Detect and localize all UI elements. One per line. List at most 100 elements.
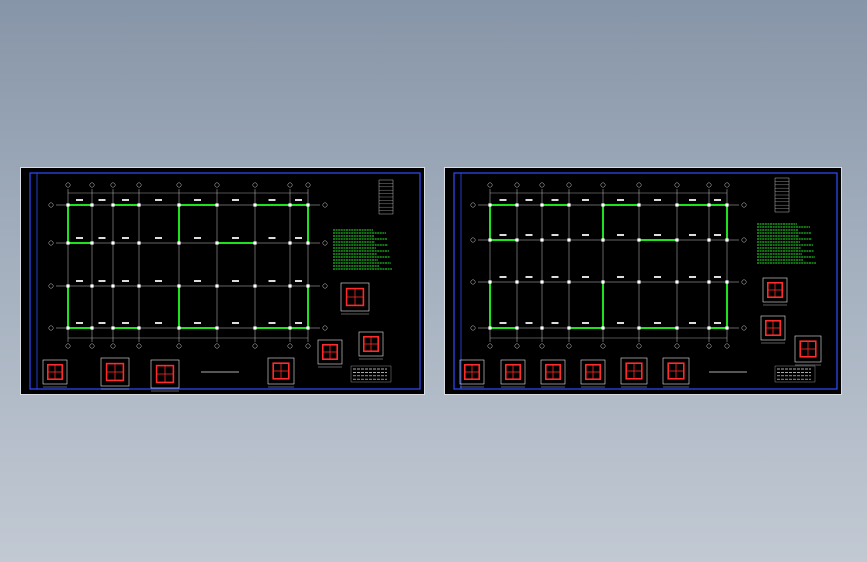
column-label bbox=[122, 199, 129, 201]
column-label bbox=[689, 322, 696, 324]
column-marker bbox=[540, 326, 544, 330]
column-label bbox=[714, 322, 721, 324]
axis-bubble bbox=[724, 343, 730, 349]
axis-bubble bbox=[706, 182, 712, 188]
column-label bbox=[654, 199, 661, 201]
column-label bbox=[499, 234, 507, 236]
column-label bbox=[617, 322, 624, 324]
axis-bubble bbox=[214, 182, 220, 188]
column-marker bbox=[90, 241, 94, 245]
column-marker bbox=[725, 326, 729, 330]
column-label bbox=[654, 234, 661, 236]
column-marker bbox=[540, 280, 544, 284]
column-marker bbox=[111, 326, 115, 330]
axis-bubble bbox=[674, 182, 680, 188]
column-detail-frame bbox=[459, 359, 485, 385]
axis-bubble bbox=[600, 343, 606, 349]
column-detail-rebar bbox=[463, 364, 480, 381]
drawing-sheet-left[interactable] bbox=[21, 168, 424, 394]
axis-bubble bbox=[322, 283, 328, 289]
axis-bubble bbox=[514, 182, 520, 188]
column-marker bbox=[675, 203, 679, 207]
column-marker bbox=[253, 326, 257, 330]
column-label bbox=[155, 280, 162, 282]
column-marker bbox=[288, 203, 292, 207]
column-label bbox=[232, 280, 239, 282]
column-label bbox=[499, 199, 507, 201]
column-label bbox=[617, 276, 624, 278]
axis-bubble bbox=[322, 240, 328, 246]
column-marker bbox=[707, 203, 711, 207]
axis-bubble bbox=[48, 325, 54, 331]
column-label bbox=[617, 199, 624, 201]
column-marker bbox=[111, 203, 115, 207]
column-label bbox=[122, 322, 129, 324]
axis-bubble bbox=[741, 237, 747, 243]
axis-bubble bbox=[48, 240, 54, 246]
drawing-sheet-right[interactable] bbox=[445, 168, 841, 394]
column-marker bbox=[488, 203, 492, 207]
column-label bbox=[155, 237, 162, 239]
column-marker bbox=[137, 203, 141, 207]
axis-bubble bbox=[539, 343, 545, 349]
column-detail-frame bbox=[317, 339, 343, 365]
column-label bbox=[194, 199, 201, 201]
column-marker bbox=[177, 326, 181, 330]
column-label bbox=[689, 199, 696, 201]
column-label bbox=[122, 280, 129, 282]
column-label bbox=[654, 276, 661, 278]
column-marker bbox=[66, 203, 70, 207]
column-marker bbox=[66, 284, 70, 288]
axis-bubble bbox=[322, 325, 328, 331]
column-marker bbox=[177, 241, 181, 245]
column-label bbox=[551, 276, 559, 278]
column-marker bbox=[601, 326, 605, 330]
axis-bubble bbox=[470, 237, 476, 243]
axis-bubble bbox=[470, 279, 476, 285]
column-marker bbox=[515, 203, 519, 207]
column-label bbox=[295, 280, 302, 282]
column-marker bbox=[488, 238, 492, 242]
column-marker bbox=[725, 238, 729, 242]
column-marker bbox=[567, 280, 571, 284]
column-detail-frame bbox=[340, 282, 370, 312]
axis-bubble bbox=[305, 343, 311, 349]
column-marker bbox=[637, 238, 641, 242]
column-label bbox=[268, 322, 276, 324]
axis-bubble bbox=[176, 343, 182, 349]
column-label bbox=[232, 199, 239, 201]
column-detail-frame bbox=[760, 315, 786, 341]
column-label bbox=[268, 199, 276, 201]
axis-bubble bbox=[287, 343, 293, 349]
column-marker bbox=[725, 203, 729, 207]
column-marker bbox=[707, 326, 711, 330]
axis-bubble bbox=[741, 202, 747, 208]
column-marker bbox=[707, 238, 711, 242]
column-label bbox=[551, 234, 559, 236]
column-label bbox=[525, 276, 533, 278]
column-marker bbox=[215, 203, 219, 207]
axis-bubble bbox=[674, 343, 680, 349]
column-detail-rebar bbox=[504, 364, 521, 381]
column-marker bbox=[111, 284, 115, 288]
column-detail-frame bbox=[580, 359, 606, 385]
title-block bbox=[350, 365, 392, 383]
axis-bubble bbox=[566, 343, 572, 349]
column-label bbox=[714, 199, 721, 201]
axis-bubble bbox=[741, 279, 747, 285]
axis-bubble bbox=[305, 182, 311, 188]
column-label bbox=[714, 276, 721, 278]
column-marker bbox=[515, 238, 519, 242]
column-label bbox=[98, 199, 106, 201]
axis-bubble bbox=[287, 182, 293, 188]
column-marker bbox=[215, 284, 219, 288]
axis-bubble bbox=[636, 343, 642, 349]
column-marker bbox=[515, 326, 519, 330]
column-marker bbox=[707, 280, 711, 284]
column-marker bbox=[488, 326, 492, 330]
column-marker bbox=[215, 241, 219, 245]
axis-bubble bbox=[48, 202, 54, 208]
column-label bbox=[295, 322, 302, 324]
column-marker bbox=[306, 203, 310, 207]
column-marker bbox=[90, 284, 94, 288]
